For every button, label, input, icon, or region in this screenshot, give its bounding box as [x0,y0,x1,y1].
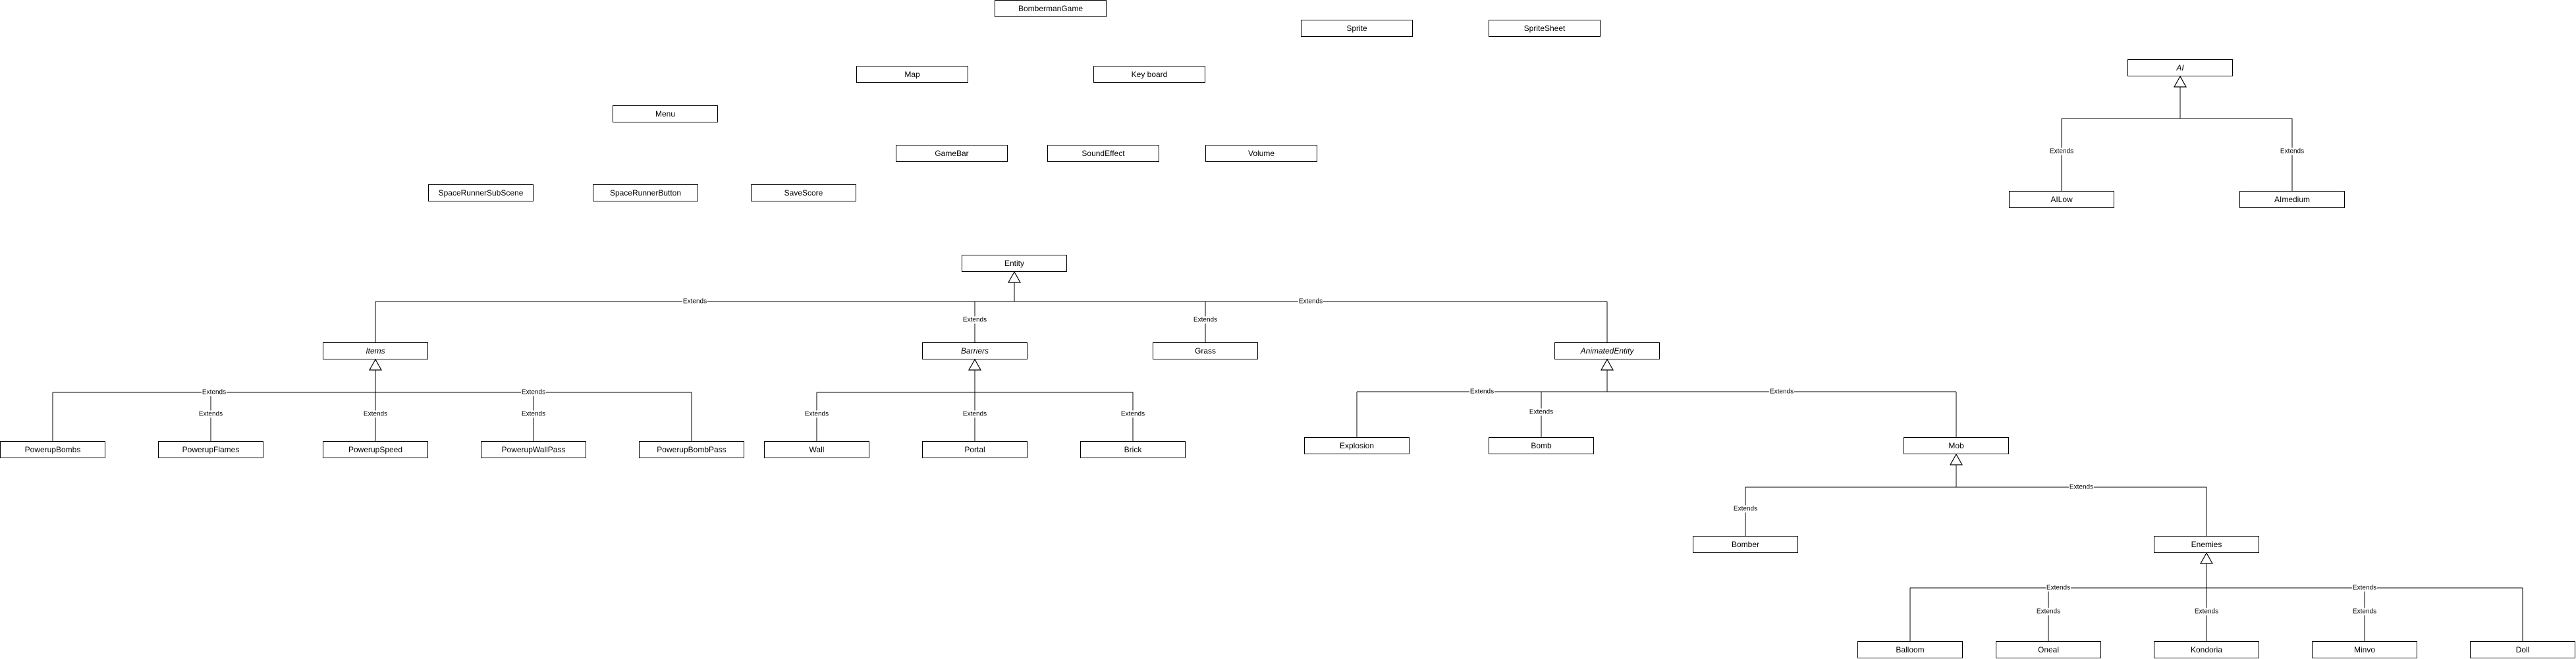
class-powerupwallpass[interactable]: PowerupWallPass [481,441,586,458]
class-bomb[interactable]: Bomb [1489,437,1594,454]
extends-label: Extends [1768,388,1795,396]
inheritance-arrowhead [2173,75,2187,88]
class-spacerunnerbutton[interactable]: SpaceRunnerButton [593,184,698,201]
extends-label: Extends [1528,408,1554,416]
class-sprite[interactable]: Sprite [1301,20,1413,37]
extends-label: Extends [2351,608,2378,616]
class-kondoria[interactable]: Kondoria [2154,641,2259,658]
extends-label: Extends [962,316,988,324]
class-enemies[interactable]: Enemies [2154,536,2259,553]
extends-label: Extends [1192,316,1219,324]
class-oneal[interactable]: Oneal [1996,641,2101,658]
class-menu[interactable]: Menu [613,105,718,122]
class-balloom[interactable]: Balloom [1857,641,1963,658]
extends-label: Extends [2351,584,2378,592]
extends-label: Extends [520,410,547,418]
extends-label: Extends [2045,584,2071,592]
extends-label: Extends [362,410,389,418]
class-explosion[interactable]: Explosion [1304,437,1410,454]
inheritance-arrowhead [368,358,383,371]
extends-label: Extends [1732,505,1759,513]
class-powerupflames[interactable]: PowerupFlames [158,441,263,458]
extends-label: Extends [2068,483,2095,491]
extends-label: Extends [1120,410,1146,418]
class-ai[interactable]: AI [2127,59,2233,76]
extends-label: Extends [520,388,547,396]
extends-label: Extends [1298,298,1324,305]
class-doll[interactable]: Doll [2470,641,2575,658]
class-volume[interactable]: Volume [1205,145,1317,162]
class-aimedium[interactable]: AImedium [2239,191,2345,208]
extends-label: Extends [198,410,224,418]
class-keyboard[interactable]: Key board [1093,66,1205,83]
class-animatedentity[interactable]: AnimatedEntity [1554,342,1660,359]
class-map[interactable]: Map [856,66,968,83]
extends-label: Extends [1469,388,1495,396]
class-wall[interactable]: Wall [764,441,869,458]
class-bombermangame[interactable]: BombermanGame [995,0,1107,17]
inheritance-arrowhead [1600,358,1614,371]
class-powerupspeed[interactable]: PowerupSpeed [323,441,428,458]
inheritance-arrowhead [2199,552,2214,564]
extends-label: Extends [962,410,988,418]
class-soundeffect[interactable]: SoundEffect [1047,145,1159,162]
inheritance-arrowhead [1007,271,1022,283]
class-gamebar[interactable]: GameBar [896,145,1008,162]
extends-label: Extends [682,298,708,305]
class-powerupbombs[interactable]: PowerupBombs [0,441,105,458]
inheritance-arrowhead [1949,453,1963,465]
class-portal[interactable]: Portal [922,441,1028,458]
class-savescore[interactable]: SaveScore [751,184,856,201]
class-mob[interactable]: Mob [1904,437,2009,454]
extends-label: Extends [804,410,830,418]
class-ailow[interactable]: AILow [2009,191,2114,208]
class-grass[interactable]: Grass [1153,342,1258,359]
class-minvo[interactable]: Minvo [2312,641,2417,658]
extends-label: Extends [2048,147,2075,155]
class-bomber[interactable]: Bomber [1693,536,1798,553]
extends-label: Extends [201,388,227,396]
class-spacerunnersubscene[interactable]: SpaceRunnerSubScene [428,184,534,201]
inheritance-arrowhead [968,358,982,371]
class-powerupbombpass[interactable]: PowerupBombPass [639,441,744,458]
extends-label: Extends [2279,147,2305,155]
class-barriers[interactable]: Barriers [922,342,1028,359]
extends-label: Extends [2035,608,2062,616]
class-brick[interactable]: Brick [1080,441,1186,458]
class-spritesheet[interactable]: SpriteSheet [1489,20,1601,37]
class-entity[interactable]: Entity [962,255,1067,272]
extends-label: Extends [2193,608,2220,616]
class-items[interactable]: Items [323,342,428,359]
